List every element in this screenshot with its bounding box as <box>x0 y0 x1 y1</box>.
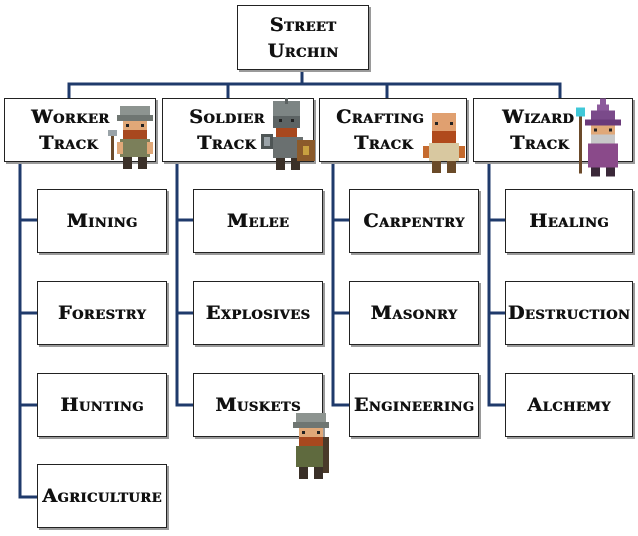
skill-label: Carpentry <box>363 210 465 232</box>
skill-node-healing: Healing <box>505 189 633 253</box>
skill-node-hunting: Hunting <box>37 373 167 437</box>
root-node-street-urchin: Street Urchin <box>237 5 369 70</box>
skill-label: Destruction <box>507 302 631 324</box>
skill-label: Melee <box>226 210 290 232</box>
skill-node-alchemy: Alchemy <box>505 373 633 437</box>
skill-node-masonry: Masonry <box>349 281 479 345</box>
armored-dwarf-soldier-icon <box>261 98 315 170</box>
skill-node-carpentry: Carpentry <box>349 189 479 253</box>
track-wizard-line-2: Track <box>510 132 570 154</box>
track-worker-line-2: Track <box>39 132 99 154</box>
skill-label: Mining <box>66 210 138 232</box>
track-soldier-line-1: Soldier <box>189 106 265 128</box>
skill-label: Engineering <box>353 394 475 416</box>
track-wizard-line-1: Wizard <box>502 106 575 128</box>
skill-label: Forestry <box>57 302 147 324</box>
track-soldier-line-2: Track <box>197 132 257 154</box>
dwarf-wizard-icon <box>576 98 621 177</box>
skill-node-engineering: Engineering <box>349 373 479 437</box>
skill-label: Hunting <box>60 394 144 416</box>
helmeted-dwarf-worker-icon <box>108 106 153 169</box>
skill-label: Muskets <box>215 394 301 416</box>
track-crafting-line-2: Track <box>354 132 414 154</box>
skill-node-agriculture: Agriculture <box>37 464 167 528</box>
skill-label: Masonry <box>370 302 458 324</box>
skill-node-destruction: Destruction <box>505 281 633 345</box>
root-line-2: Urchin <box>267 39 339 62</box>
skill-node-mining: Mining <box>37 189 167 253</box>
track-worker-line-1: Worker <box>31 106 110 128</box>
bald-dwarf-crafter-icon <box>423 113 465 173</box>
root-line-1: Street <box>269 13 337 36</box>
skill-label: Explosives <box>205 302 311 324</box>
skill-label: Healing <box>529 210 609 232</box>
skill-node-forestry: Forestry <box>37 281 167 345</box>
skill-label: Agriculture <box>42 485 162 507</box>
skill-label: Alchemy <box>527 394 611 416</box>
skill-node-melee: Melee <box>193 189 323 253</box>
skill-node-explosives: Explosives <box>193 281 323 345</box>
dwarf-musketeer-icon <box>293 413 329 479</box>
track-crafting-line-1: Crafting <box>336 106 424 128</box>
